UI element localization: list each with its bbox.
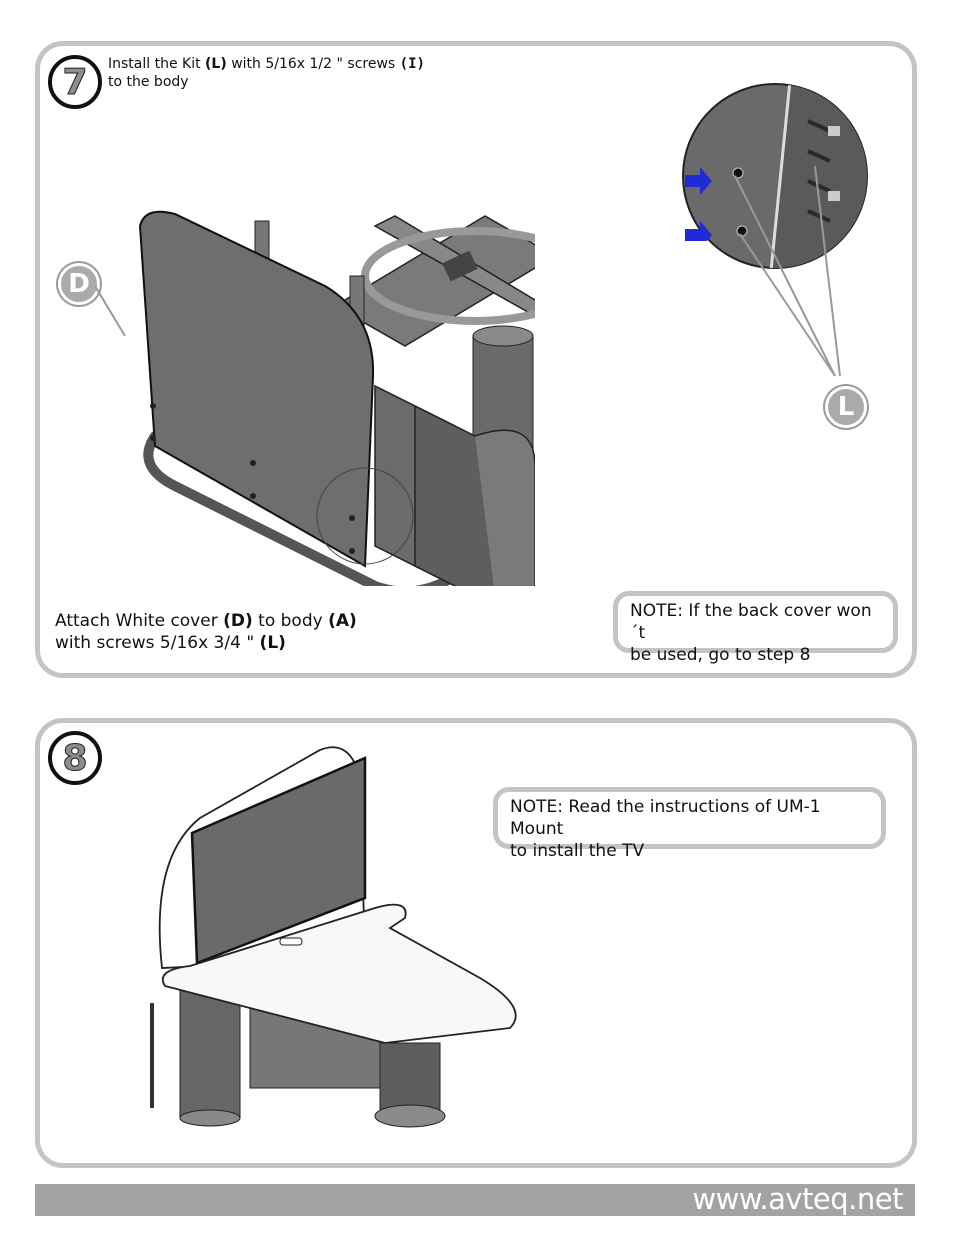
screw-arrows (685, 167, 712, 241)
step-8-note: NOTE: Read the instructions of UM-1 Moun… (493, 787, 886, 861)
step-7-attach-instruction: Attach White cover (D) to body (A) with … (55, 611, 357, 653)
step-8-number: 8 (48, 731, 102, 785)
step-8-panel: 8 NOTE: Read the instructions of UM-1 Mo… (35, 718, 917, 1168)
footer-bar: www.avteq.net (35, 1182, 915, 1216)
part-d-callout: D (58, 263, 100, 305)
website-link[interactable]: www.avteq.net (692, 1182, 903, 1216)
step-7-panel: 7 Install the Kit (L) with 5/16x 1/2 " s… (35, 41, 917, 678)
step-7-number: 7 (48, 55, 102, 109)
assembled-unit-drawing (150, 746, 517, 1128)
callout-d-leader (95, 286, 126, 337)
part-l-callout: L (825, 386, 867, 428)
step-7-instruction: Install the Kit (L) with 5/16x 1/2 " scr… (108, 56, 425, 90)
callout-l-leaders (734, 166, 841, 377)
step-7-note: NOTE: If the back cover won´t be used, g… (613, 591, 898, 665)
assembly-drawing-step-7 (138, 210, 535, 586)
